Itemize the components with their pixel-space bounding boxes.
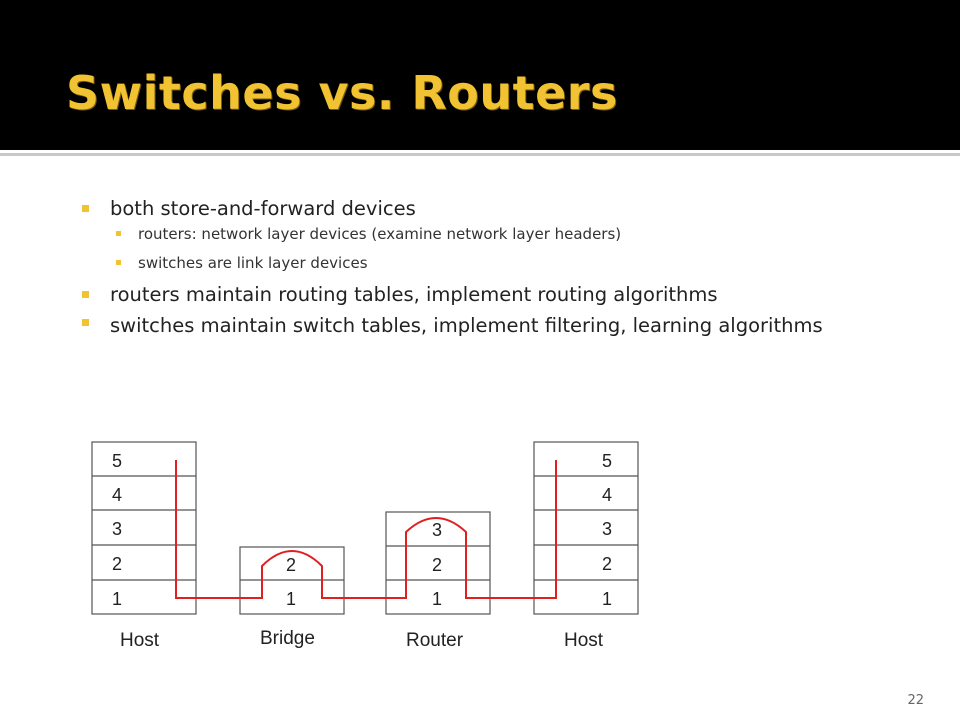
bullet-item: routers maintain routing tables, impleme… <box>76 282 936 307</box>
host-left-layer-2: 2 <box>112 554 122 574</box>
host-right-layer-1: 1 <box>602 589 612 609</box>
host-right-label: Host <box>564 630 604 651</box>
host-left-layer-4: 4 <box>112 485 122 505</box>
host-left-layer-1: 1 <box>112 589 122 609</box>
host-right-layer-3: 3 <box>602 519 612 539</box>
bullet-text: switches maintain switch tables, impleme… <box>110 314 823 337</box>
packet-path-line <box>175 460 557 599</box>
host-left-layer-3: 3 <box>112 519 122 539</box>
bullet-icon <box>116 260 121 265</box>
host-right-layer-4: 4 <box>602 485 612 505</box>
bridge-layer-1: 1 <box>286 589 296 609</box>
title-divider <box>0 153 960 156</box>
bullet-text: routers maintain routing tables, impleme… <box>110 283 718 306</box>
router-layer-3: 3 <box>432 520 442 540</box>
bullet-text: switches are link layer devices <box>138 254 368 272</box>
bullet-icon <box>82 205 89 212</box>
slide-title: Switches vs. Routers <box>66 66 618 120</box>
bridge-layer-2: 2 <box>286 555 296 575</box>
sub-bullet-item: switches are link layer devices <box>76 253 936 273</box>
bridge-label: Bridge <box>260 628 315 649</box>
slide-number: 22 <box>907 693 924 708</box>
bullet-item: switches maintain switch tables, impleme… <box>76 310 936 342</box>
bullet-text: routers: network layer devices (examine … <box>138 225 622 243</box>
protocol-stack-diagram: 5 4 3 2 1 2 1 3 2 1 5 4 3 2 1 <box>91 441 639 651</box>
bullet-icon <box>82 291 89 298</box>
host-left-layer-5: 5 <box>112 451 122 471</box>
bullet-icon <box>116 231 121 236</box>
bullet-list: both store-and-forward devices routers: … <box>76 196 936 345</box>
host-left-stack <box>91 441 197 615</box>
host-right-layer-5: 5 <box>602 451 612 471</box>
router-label: Router <box>406 630 464 651</box>
bullet-item: both store-and-forward devices <box>76 196 936 221</box>
sub-bullet-item: routers: network layer devices (examine … <box>76 224 936 244</box>
router-layer-1: 1 <box>432 589 442 609</box>
host-right-layer-2: 2 <box>602 554 612 574</box>
bullet-text: both store-and-forward devices <box>110 197 416 220</box>
host-left-label: Host <box>120 630 160 651</box>
bullet-icon <box>82 319 89 326</box>
bridge-stack <box>239 546 345 615</box>
router-layer-2: 2 <box>432 555 442 575</box>
host-right-stack <box>533 441 639 615</box>
title-bar: Switches vs. Routers <box>0 0 960 156</box>
